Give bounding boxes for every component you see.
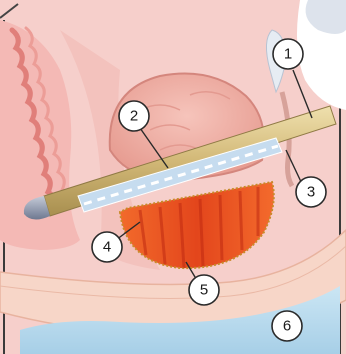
callout-6-label: 6 xyxy=(283,318,291,335)
callout-2-label: 2 xyxy=(130,108,138,125)
callout-3-label: 3 xyxy=(307,184,315,201)
callout-5: 5 xyxy=(189,275,219,305)
callout-2: 2 xyxy=(119,101,149,131)
callout-3: 3 xyxy=(296,177,326,207)
callout-5-label: 5 xyxy=(200,282,208,299)
callout-6: 6 xyxy=(272,311,302,341)
callout-1: 1 xyxy=(273,39,303,69)
callout-1-label: 1 xyxy=(284,46,292,63)
callout-4-label: 4 xyxy=(103,239,111,256)
callout-4: 4 xyxy=(92,232,122,262)
